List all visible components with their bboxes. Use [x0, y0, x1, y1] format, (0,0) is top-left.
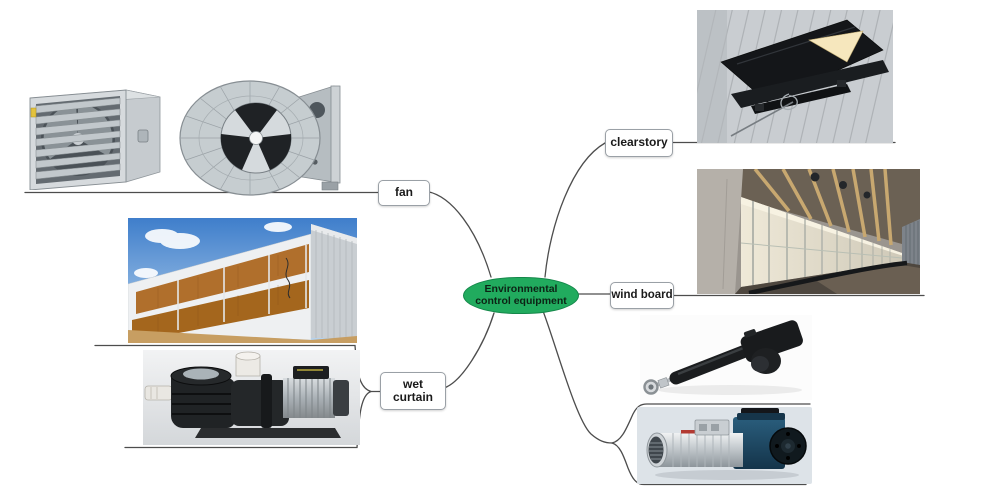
center-topic-label-line1: Environmental — [484, 282, 558, 295]
topic-fan-label: fan — [395, 185, 413, 200]
wind-board-interior-photo[interactable] — [697, 169, 920, 294]
topic-fan[interactable]: fan — [378, 180, 430, 206]
topic-wet-curtain[interactable]: wet curtain — [380, 372, 446, 410]
center-to-clearstory-curve — [544, 142, 606, 278]
topic-wet-curtain-label-line1: wet — [402, 376, 423, 391]
linear-actuator-photo[interactable] — [640, 315, 812, 400]
topic-clearstory[interactable]: clearstory — [605, 129, 673, 157]
topic-clearstory-label: clearstory — [610, 135, 668, 150]
actuator-underline — [611, 403, 811, 444]
topic-wet-curtain-label-line2: curtain — [392, 390, 433, 404]
topic-wind-board[interactable]: wind board — [610, 282, 674, 309]
center-topic-environmental-control-equipment[interactable]: Environmental control equipment — [463, 277, 579, 314]
water-pump-photo[interactable] — [143, 350, 360, 445]
box-exhaust-fan-photo[interactable] — [28, 84, 162, 190]
pump-underline — [124, 390, 372, 449]
fan-to-center-curve — [426, 190, 492, 278]
wet-curtain-to-center-curve — [443, 312, 495, 389]
clearstory-ceiling-vent-photo[interactable] — [697, 10, 893, 143]
topic-wind-board-label: wind board — [611, 289, 673, 302]
center-topic-label-line2: control equipment — [475, 294, 567, 307]
gear-motor-photo[interactable] — [637, 407, 812, 484]
wet-curtain-building-photo[interactable] — [128, 218, 357, 343]
cone-fan-photo[interactable] — [178, 78, 342, 196]
center-to-fork-curve — [542, 310, 613, 444]
